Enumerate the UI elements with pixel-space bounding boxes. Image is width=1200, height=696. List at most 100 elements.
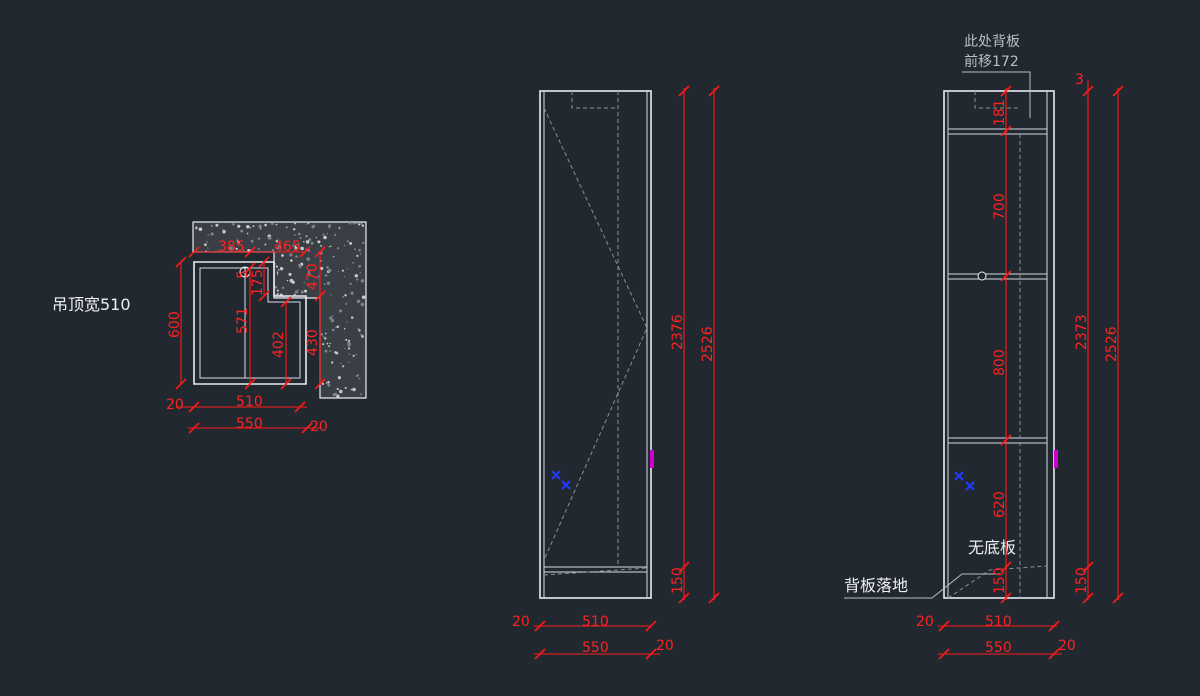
dim-tick bbox=[294, 401, 306, 413]
dim-tick bbox=[1000, 85, 1012, 97]
right-dim-150-inner: 150 bbox=[992, 567, 1008, 594]
dim-tick bbox=[175, 378, 187, 390]
dim-tick bbox=[314, 246, 326, 258]
plan-cabinet-inner bbox=[199, 267, 301, 379]
interior-outline bbox=[943, 90, 1055, 599]
right-dim-2373: 2373 bbox=[1074, 314, 1090, 350]
plan-dim-465: 465 bbox=[274, 239, 301, 255]
no-bottom-board-label: 无底板 bbox=[968, 538, 1016, 557]
dim-tick bbox=[938, 648, 950, 660]
door-swing-indicator bbox=[543, 107, 648, 561]
plan-dim-20-left: 20 bbox=[166, 397, 184, 413]
dim-tick bbox=[258, 290, 270, 302]
door-elevation[interactable]: 2376 2526 150 20 510 550 20 bbox=[512, 85, 720, 660]
shelf-middle bbox=[947, 273, 1048, 280]
dim-tick bbox=[1112, 592, 1124, 604]
mid-dim-2376: 2376 bbox=[670, 314, 686, 350]
interior-hinge-marker-icon bbox=[954, 471, 975, 491]
plan-dim-20-right: 20 bbox=[310, 419, 328, 435]
right-dim-ticks bbox=[938, 85, 1124, 660]
dim-tick bbox=[280, 296, 292, 308]
interior-elevation[interactable]: 此处背板 前移172 无底板 背板落地 3 181 700 800 620 15… bbox=[844, 34, 1124, 660]
ceiling-width-label: 吊顶宽510 bbox=[52, 295, 131, 314]
dim-tick bbox=[314, 290, 326, 302]
plan-dim-385: 385 bbox=[218, 239, 245, 255]
interior-door-handle[interactable] bbox=[1054, 450, 1058, 468]
right-dim-2526: 2526 bbox=[1104, 326, 1120, 362]
door-handle[interactable] bbox=[650, 450, 654, 468]
plan-cabinet-outline bbox=[193, 261, 307, 385]
mid-dim-20-left: 20 bbox=[512, 614, 530, 630]
dim-tick bbox=[188, 422, 200, 434]
shelf-lower bbox=[947, 437, 1048, 444]
plan-dim-571: 571 bbox=[235, 307, 251, 334]
dim-tick bbox=[645, 620, 657, 632]
dim-tick bbox=[301, 422, 313, 434]
plan-dim-550: 550 bbox=[236, 416, 263, 432]
plan-dim-600: 600 bbox=[167, 311, 183, 338]
mid-dim-2526: 2526 bbox=[700, 326, 716, 362]
interior-hidden-floor bbox=[947, 565, 1048, 599]
hidden-floor-line bbox=[543, 567, 648, 576]
right-dim-700: 700 bbox=[992, 193, 1008, 220]
dim-tick bbox=[678, 561, 690, 573]
backboard-floor-label: 背板落地 bbox=[844, 576, 908, 595]
dim-tick bbox=[244, 262, 256, 274]
right-dim-20-right: 20 bbox=[1058, 638, 1076, 654]
right-dim-510: 510 bbox=[985, 614, 1012, 630]
plan-dim-510: 510 bbox=[236, 394, 263, 410]
dim-tick bbox=[708, 85, 720, 97]
dim-tick bbox=[1112, 85, 1124, 97]
door-outline bbox=[539, 90, 652, 599]
plan-dim-470: 470 bbox=[305, 263, 321, 290]
backboard-note-leader bbox=[962, 71, 1031, 118]
dim-tick bbox=[1082, 592, 1094, 604]
dim-tick bbox=[678, 85, 690, 97]
dim-tick bbox=[938, 620, 950, 632]
hanging-rod-icon bbox=[977, 271, 987, 281]
dim-tick bbox=[314, 378, 326, 390]
dim-tick bbox=[1048, 620, 1060, 632]
hidden-top-panel bbox=[571, 91, 618, 109]
dim-tick bbox=[1000, 592, 1012, 604]
dim-tick bbox=[1082, 85, 1094, 97]
mid-dim-150: 150 bbox=[670, 567, 686, 594]
mid-dim-550: 550 bbox=[582, 640, 609, 656]
dim-tick bbox=[1000, 561, 1012, 573]
dim-tick bbox=[1048, 648, 1060, 660]
dim-tick bbox=[534, 620, 546, 632]
dim-tick bbox=[1000, 125, 1012, 137]
plan-view[interactable]: 385 465 600 571 5 175 402 470 430 20 510… bbox=[52, 221, 367, 435]
dim-tick bbox=[188, 246, 200, 258]
shelf-top bbox=[947, 128, 1048, 135]
plan-dim-430: 430 bbox=[305, 329, 321, 356]
plan-dim-175: 175 bbox=[250, 269, 266, 296]
right-dim-181: 181 bbox=[992, 99, 1008, 126]
right-dim-800: 800 bbox=[992, 349, 1008, 376]
right-dim-20-left: 20 bbox=[916, 614, 934, 630]
dim-tick bbox=[188, 401, 200, 413]
dim-tick bbox=[280, 378, 292, 390]
plan-dim-5: 5 bbox=[235, 270, 251, 279]
mid-dim-20-right: 20 bbox=[656, 638, 674, 654]
right-dim-150-outer: 150 bbox=[1074, 567, 1090, 594]
dim-tick bbox=[244, 378, 256, 390]
plan-dim-402: 402 bbox=[271, 331, 287, 358]
hinge-marker-icon bbox=[551, 470, 571, 490]
backboard-note-line1: 此处背板 bbox=[964, 34, 1020, 50]
mid-dim-ticks bbox=[534, 85, 720, 660]
dim-tick bbox=[258, 256, 270, 268]
backboard-floor-leader bbox=[844, 573, 1000, 599]
right-dim-550: 550 bbox=[985, 640, 1012, 656]
dim-tick bbox=[1082, 561, 1094, 573]
dim-tick bbox=[645, 648, 657, 660]
mid-dim-510: 510 bbox=[582, 614, 609, 630]
dim-tick bbox=[1000, 434, 1012, 446]
backboard-note-line2: 前移172 bbox=[964, 53, 1019, 70]
dim-tick bbox=[678, 592, 690, 604]
interior-hidden-top bbox=[974, 91, 1020, 109]
dim-tick bbox=[1000, 270, 1012, 282]
right-dim-3: 3 bbox=[1075, 72, 1084, 88]
